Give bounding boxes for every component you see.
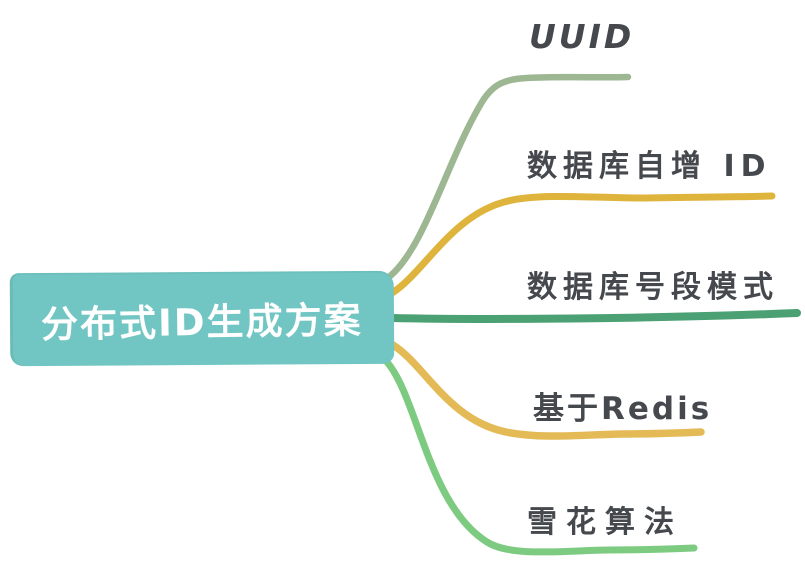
branch-line-snowflake: [383, 358, 698, 556]
root-topic[interactable]: 分布式ID生成方案: [9, 270, 395, 367]
branch-line-redis-based: [389, 341, 705, 440]
branch-line-db-segment-mode: [387, 309, 801, 323]
branch-label-db-segment-mode[interactable]: 数据库号段模式: [527, 270, 779, 305]
branch-line-uuid: [385, 73, 632, 281]
branch-label-db-auto-increment[interactable]: 数据库自增 ID: [527, 149, 772, 184]
root-topic-label: 分布式ID生成方案: [41, 298, 364, 346]
branch-line-db-auto-increment: [388, 192, 776, 297]
branch-label-redis-based[interactable]: 基于Redis: [533, 391, 713, 427]
branch-label-uuid[interactable]: UUID: [529, 17, 635, 56]
branch-label-snowflake[interactable]: 雪花算法: [527, 505, 683, 540]
